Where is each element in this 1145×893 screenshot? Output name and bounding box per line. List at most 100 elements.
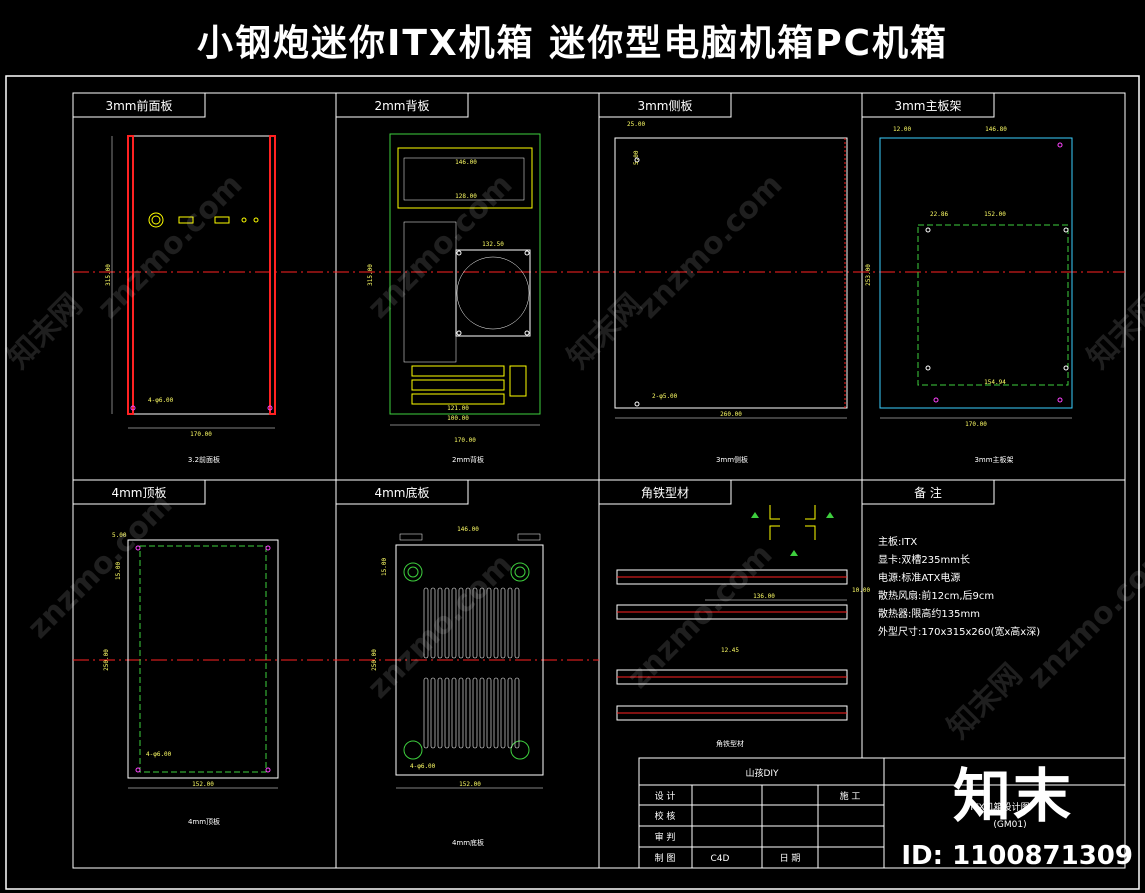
top-width-dim: 152.00 bbox=[192, 781, 214, 788]
panel-label-angle: 角铁型材 bbox=[641, 486, 689, 500]
mb-tray-drawing: 170.00 146.80 152.00 154.94 12.00 22.86 … bbox=[865, 126, 1073, 464]
vent-slot bbox=[493, 677, 499, 749]
vent-slot bbox=[458, 677, 464, 749]
front-height-dim: 315.00 bbox=[105, 264, 112, 286]
back-dim-a: 146.00 bbox=[455, 159, 477, 166]
mb-dim-d: 12.00 bbox=[893, 126, 911, 133]
front-panel-drawing: 170.00 315.00 4-φ6.00 3.2前面板 bbox=[105, 135, 276, 464]
front-caption: 3.2前面板 bbox=[188, 455, 220, 464]
watermark-cn: 知末网 bbox=[1, 287, 89, 375]
side-width-dim: 260.00 bbox=[720, 411, 742, 418]
tb-check: 校 核 bbox=[655, 810, 676, 822]
watermarks: znzmo.com znzmo.com znzmo.com znzmo.com … bbox=[1, 167, 1145, 746]
vent-slot bbox=[430, 587, 436, 659]
watermark-cn: 知末网 bbox=[941, 657, 1029, 745]
note-line: 外型尺寸:170x315x260(宽x高x深) bbox=[878, 625, 1040, 638]
top-height-dim: 250.00 bbox=[103, 649, 110, 671]
watermark-text: znzmo.com bbox=[631, 167, 790, 326]
bottom-dim-a: 146.00 bbox=[457, 526, 479, 533]
bottom-dim-b: 15.00 bbox=[381, 558, 388, 576]
drawing-title: 小钢炮迷你ITX机箱 迷你型电脑机箱PC机箱 bbox=[196, 23, 949, 64]
back-caption: 2mm背板 bbox=[452, 455, 484, 464]
watermark-text: znzmo.com bbox=[621, 537, 780, 696]
bottom-height-dim: 250.00 bbox=[371, 649, 378, 671]
panel-label-side: 3mm侧板 bbox=[637, 99, 692, 113]
brand-logo: 知末 bbox=[952, 762, 1073, 830]
side-panel-drawing: 260.00 25.00 5.00 2-φ5.00 3mm侧板 bbox=[614, 121, 848, 464]
angle-dim-c: 12.45 bbox=[721, 647, 739, 654]
vent-slot bbox=[430, 677, 436, 749]
panel-label-back: 2mm背板 bbox=[374, 99, 429, 113]
note-line: 散热器:限高约135mm bbox=[878, 607, 980, 620]
vent-slot bbox=[514, 587, 520, 659]
panel-label-notes: 备 注 bbox=[914, 485, 942, 500]
back-dim-c: 132.50 bbox=[482, 241, 504, 248]
panel-label-bottom: 4mm底板 bbox=[374, 485, 429, 500]
vent-slot bbox=[444, 587, 450, 659]
panel-label-front: 3mm前面板 bbox=[105, 98, 172, 113]
outer-border bbox=[5, 75, 1140, 890]
back-width-dim: 170.00 bbox=[454, 437, 476, 444]
back-height-dim: 315.00 bbox=[367, 264, 374, 286]
bottom-caption: 4mm底板 bbox=[452, 838, 484, 847]
watermark-text: znzmo.com bbox=[91, 167, 250, 326]
vent-slot bbox=[451, 587, 457, 659]
id-label: ID: 1100871309 bbox=[901, 841, 1133, 871]
vent-slot bbox=[472, 587, 478, 659]
side-dim-a: 25.00 bbox=[627, 121, 645, 128]
mb-dim-b: 152.00 bbox=[984, 211, 1006, 218]
vent-slot bbox=[458, 587, 464, 659]
watermark-text: znzmo.com bbox=[21, 487, 180, 646]
note-line: 主板:ITX bbox=[878, 535, 917, 548]
top-caption: 4mm顶板 bbox=[188, 817, 220, 826]
mb-dim-e: 22.86 bbox=[930, 211, 948, 218]
tb-date: 日 期 bbox=[780, 853, 801, 864]
vent-slot bbox=[500, 677, 506, 749]
vent-slot bbox=[514, 677, 520, 749]
top-dim-a: 5.00 bbox=[112, 532, 127, 539]
angle-dim-a: 136.00 bbox=[753, 593, 775, 600]
tb-code: (GM01) bbox=[993, 820, 1026, 830]
mb-caption: 3mm主板架 bbox=[974, 455, 1013, 464]
vent-slot bbox=[444, 677, 450, 749]
mb-height-dim: 253.00 bbox=[865, 264, 872, 286]
tb-project: ITX机箱设计图 bbox=[970, 801, 1029, 813]
watermark-cn: 知末网 bbox=[1081, 287, 1145, 375]
top-dim-b: 15.00 bbox=[115, 562, 122, 580]
back-panel-drawing: 170.00 315.00 146.00 128.00 132.50 121.0… bbox=[367, 133, 541, 464]
vent-slot bbox=[486, 587, 492, 659]
back-dim-d: 121.00 bbox=[447, 405, 469, 412]
angle-iron-drawing: 136.00 10.00 12.45 角铁型材 bbox=[616, 505, 870, 748]
vent-slot bbox=[465, 587, 471, 659]
mb-dim-a: 146.80 bbox=[985, 126, 1007, 133]
vent-slot bbox=[500, 587, 506, 659]
side-hole-dim: 2-φ5.00 bbox=[652, 393, 678, 400]
notes-block: 主板:ITX 显卡:双槽235mm长 电源:标准ATX电源 散热风扇:前12cm… bbox=[878, 535, 1040, 638]
vent-slot bbox=[507, 587, 513, 659]
vent-slot bbox=[437, 677, 443, 749]
panel-label-mb: 3mm主板架 bbox=[894, 99, 961, 113]
note-line: 电源:标准ATX电源 bbox=[878, 571, 960, 584]
vent-slot bbox=[486, 677, 492, 749]
bottom-hole-dim: 4-φ6.00 bbox=[410, 763, 436, 770]
top-panel-drawing: 152.00 250.00 5.00 15.00 4-φ6.00 4mm顶板 bbox=[103, 532, 279, 826]
bottom-width-dim: 152.00 bbox=[459, 781, 481, 788]
vent-slot bbox=[507, 677, 513, 749]
mb-width-dim: 170.00 bbox=[965, 421, 987, 428]
panel-label-top: 4mm顶板 bbox=[111, 486, 166, 500]
tb-drawn: 制 图 bbox=[655, 852, 676, 864]
mb-dim-c: 154.94 bbox=[984, 379, 1006, 386]
watermark-text: znzmo.com bbox=[1021, 537, 1145, 696]
title-block bbox=[638, 757, 1126, 869]
tb-design: 设 计 bbox=[655, 790, 676, 802]
vent-slot bbox=[437, 587, 443, 659]
vent-slot bbox=[493, 587, 499, 659]
vent-slot bbox=[465, 677, 471, 749]
vent-slots bbox=[423, 587, 520, 749]
note-line: 显卡:双槽235mm长 bbox=[878, 553, 970, 566]
panel-labels: 3mm前面板 2mm背板 3mm侧板 3mm主板架 4mm顶板 4mm底板 角铁… bbox=[72, 92, 995, 505]
front-hole-dim: 4-φ6.00 bbox=[148, 397, 174, 404]
side-caption: 3mm侧板 bbox=[716, 455, 748, 464]
top-hole-dim: 4-φ6.00 bbox=[146, 751, 172, 758]
